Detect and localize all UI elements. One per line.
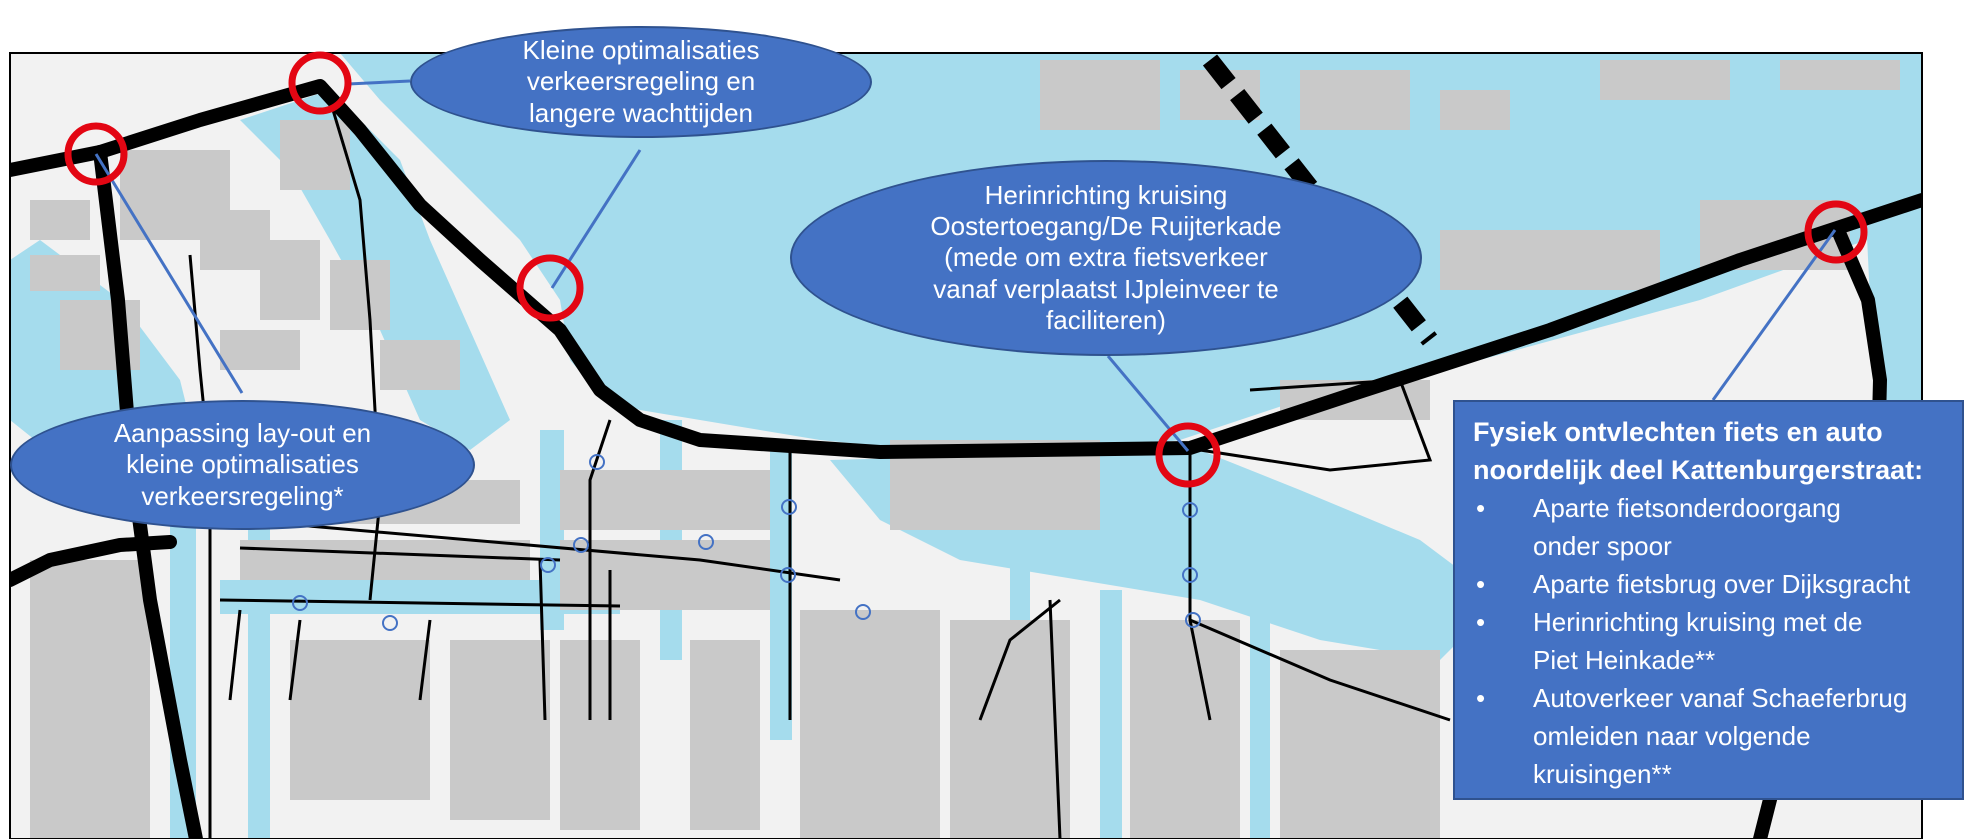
street-markers [292, 454, 1201, 631]
list-item-line: kruisingen** [1533, 759, 1672, 789]
callout-aanpassing-layout: Aanpassing lay-out en kleine optimalisat… [10, 400, 475, 530]
callout-line: Aanpassing lay-out en [113, 418, 372, 449]
bullet-icon: • [1476, 493, 1486, 523]
info-box-title-line: Fysiek ontvlechten fiets en auto [1473, 417, 1883, 447]
list-item-line: Herinrichting kruising met de [1533, 607, 1863, 637]
intersection-marker [64, 122, 128, 186]
callout-line: vanaf verplaatst IJpleinveer te [933, 273, 1279, 304]
callout-line: faciliteren) [1046, 304, 1166, 335]
info-box-kattenburgerstraat: Fysiek ontvlechten fiets en auto noordel… [1453, 400, 1964, 800]
info-box-list: • Aparte fietsonderdoorgang onder spoor … [1473, 489, 1954, 793]
callout-line: langere wachttijden [528, 97, 754, 128]
callout-line: kleine optimalisaties [126, 449, 359, 480]
list-item: • Aparte fietsonderdoorgang onder spoor [1473, 489, 1954, 565]
callout-line: Kleine optimalisaties [522, 35, 760, 66]
callout-line: Oostertoegang/De Ruijterkade [930, 211, 1282, 242]
intersection-markers [64, 51, 1868, 488]
list-item-line: Autoverkeer vanaf Schaeferbrug [1533, 683, 1908, 713]
bullet-icon: • [1476, 569, 1486, 599]
callout-line: Herinrichting kruising [984, 180, 1228, 211]
callout-kleine-optimalisaties: Kleine optimalisaties verkeersregeling e… [410, 26, 872, 138]
list-item: • Herinrichting kruising met de Piet Hei… [1473, 603, 1954, 679]
list-item-line: Aparte fietsonderdoorgang [1533, 493, 1841, 523]
info-box-title-line: noordelijk deel Kattenburgerstraat: [1473, 455, 1924, 485]
intersection-marker [1155, 422, 1221, 488]
list-item: • Aparte fietsbrug over Dijksgracht [1473, 565, 1954, 603]
callout-herinrichting-oostertoegang: Herinrichting kruising Oostertoegang/De … [790, 160, 1422, 356]
intersection-marker [1804, 200, 1868, 264]
list-item: • Autoverkeer vanaf Schaeferbrug omleide… [1473, 679, 1954, 793]
list-item-line: omleiden naar volgende [1533, 721, 1811, 751]
bullet-icon: • [1476, 607, 1486, 637]
list-item-line: Piet Heinkade** [1533, 645, 1716, 675]
list-item-line: onder spoor [1533, 531, 1672, 561]
intersection-marker [516, 254, 584, 322]
callout-line: verkeersregeling en [526, 66, 756, 97]
callout-line: (mede om extra fietsverkeer [944, 242, 1268, 273]
list-item-line: Aparte fietsbrug over Dijksgracht [1533, 569, 1911, 599]
intersection-marker [288, 51, 352, 115]
bullet-icon: • [1476, 683, 1486, 713]
callout-line: verkeersregeling* [141, 480, 344, 511]
